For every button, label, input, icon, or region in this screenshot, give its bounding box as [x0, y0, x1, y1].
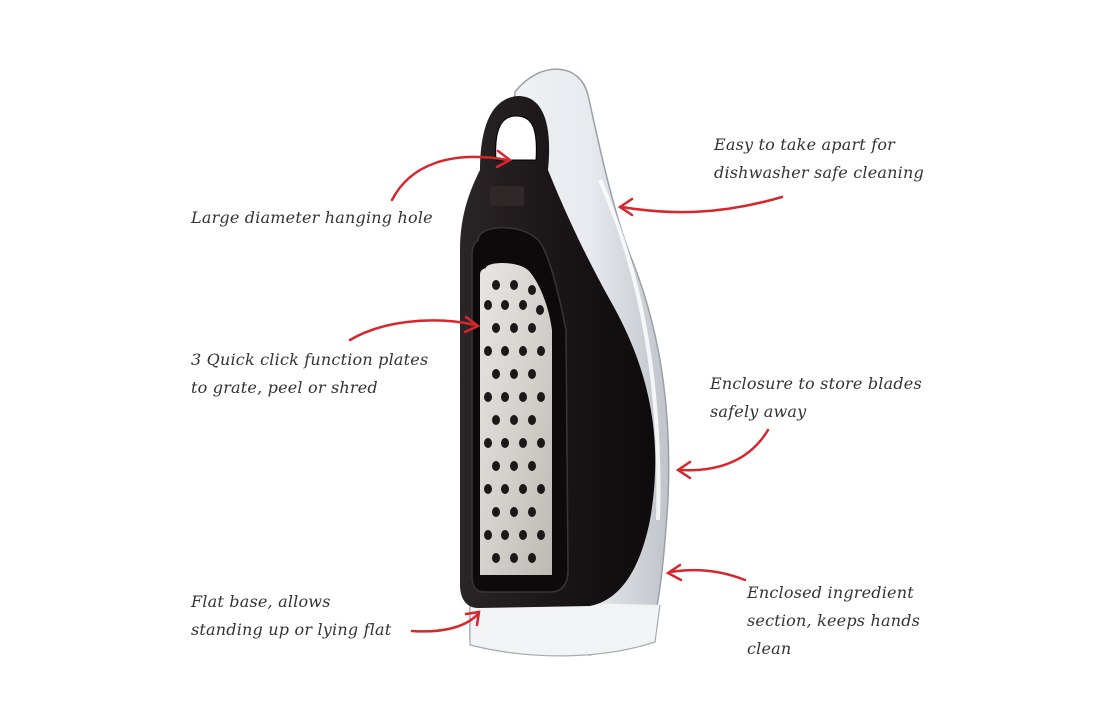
- callout-enclosure: Enclosure to store blades safely away: [710, 370, 922, 426]
- callout-enclosure-line-2: safely away: [710, 402, 807, 421]
- arrowhead-flat-base: [464, 610, 481, 627]
- callout-plates-line-1: 3 Quick click function plates: [191, 350, 429, 369]
- callout-flat-base-line-2: standing up or lying flat: [191, 620, 392, 639]
- callout-plates-line-2: to grate, peel or shred: [191, 378, 378, 397]
- arrow-flat-base: [410, 612, 480, 633]
- arrow-enclosure: [678, 428, 770, 472]
- arrowhead-enclosure: [675, 460, 692, 480]
- callout-enclosure-line-1: Enclosure to store blades: [710, 374, 922, 393]
- callout-hanging-hole-line-1: Large diameter hanging hole: [191, 208, 433, 227]
- callout-dishwasher: Easy to take apart for dishwasher safe c…: [714, 131, 924, 187]
- callout-flat-base-line-1: Flat base, allows: [191, 592, 331, 611]
- hanging-hole: [495, 115, 537, 161]
- callout-ingredient-line-3: clean: [747, 639, 792, 658]
- callout-hanging-hole: Large diameter hanging hole: [191, 204, 433, 232]
- arrow-dishwasher: [620, 195, 784, 214]
- arrowhead-ingredient: [665, 563, 683, 582]
- hanging-clip: [490, 186, 524, 206]
- arrow-plates: [348, 319, 478, 342]
- blade-holes: [484, 280, 545, 563]
- arrowhead-dishwasher: [617, 197, 634, 217]
- arrow-ingredient: [668, 568, 747, 582]
- enclosure-base: [469, 600, 661, 657]
- arrowhead-hanging-hole: [495, 149, 513, 169]
- callout-ingredient-line-2: section, keeps hands: [747, 611, 921, 630]
- enclosure-highlight: [598, 179, 661, 521]
- callout-flat-base: Flat base, allows standing up or lying f…: [191, 588, 391, 644]
- arrowhead-plates: [463, 315, 481, 334]
- callout-ingredient: Enclosed ingredient section, keeps hands…: [747, 579, 920, 663]
- arrow-hanging-hole: [390, 155, 510, 202]
- callout-dishwasher-line-2: dishwasher safe cleaning: [714, 163, 924, 182]
- callout-ingredient-line-1: Enclosed ingredient: [747, 583, 914, 602]
- callout-plates: 3 Quick click function plates to grate, …: [191, 346, 428, 402]
- callout-dishwasher-line-1: Easy to take apart for: [714, 135, 896, 154]
